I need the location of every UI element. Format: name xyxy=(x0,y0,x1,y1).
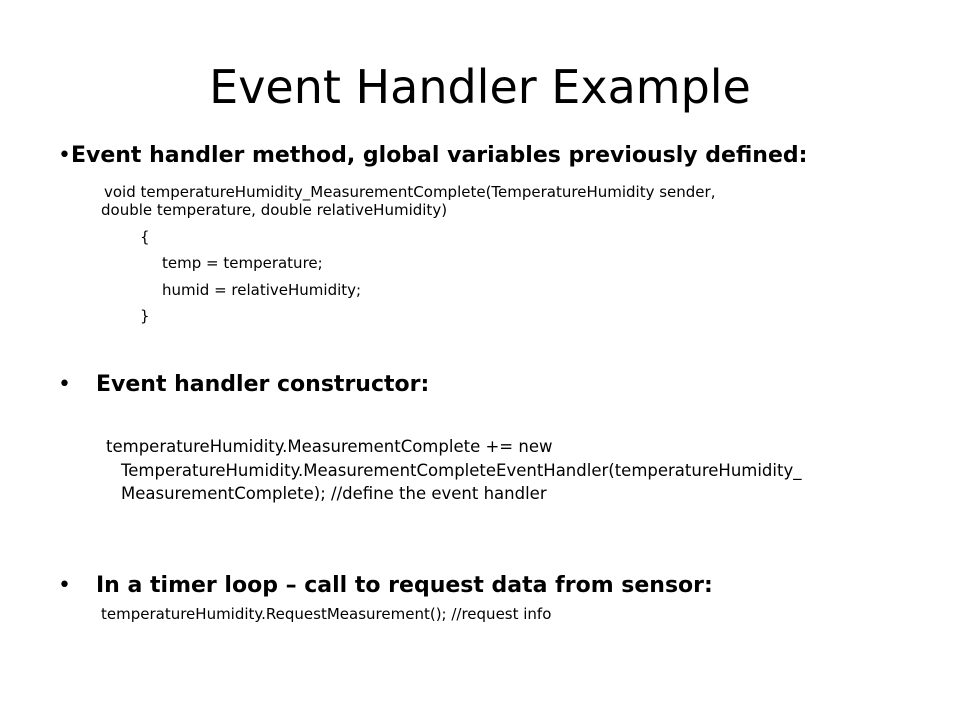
bullet-method-heading: •Event handler method, global variables … xyxy=(58,143,807,169)
bullet-heading-text: Event handler constructor: xyxy=(96,372,430,397)
code-line: double temperature, double relativeHumid… xyxy=(101,201,448,219)
bullet-icon: • xyxy=(58,573,71,598)
code-line: temp = temperature; xyxy=(162,254,323,272)
code-line: temperatureHumidity.MeasurementComplete … xyxy=(106,437,553,456)
bullet-constructor-heading: • Event handler constructor: xyxy=(58,372,429,398)
code-line: temperatureHumidity.RequestMeasurement()… xyxy=(101,605,552,623)
code-line: { xyxy=(140,228,150,246)
bullet-icon: • xyxy=(58,372,71,397)
code-line: void temperatureHumidity_MeasurementComp… xyxy=(104,183,716,201)
bullet-heading-text: In a timer loop – call to request data f… xyxy=(96,573,713,598)
code-line: } xyxy=(140,307,150,325)
code-line: TemperatureHumidity.MeasurementCompleteE… xyxy=(121,461,802,480)
code-line: MeasurementComplete); //define the event… xyxy=(121,484,547,503)
code-line: humid = relativeHumidity; xyxy=(162,281,362,299)
bullet-timer-heading: • In a timer loop – call to request data … xyxy=(58,573,713,599)
slide-title: Event Handler Example xyxy=(209,60,751,114)
bullet-heading-text: Event handler method, global variables p… xyxy=(70,143,808,168)
bullet-icon: • xyxy=(58,143,71,168)
